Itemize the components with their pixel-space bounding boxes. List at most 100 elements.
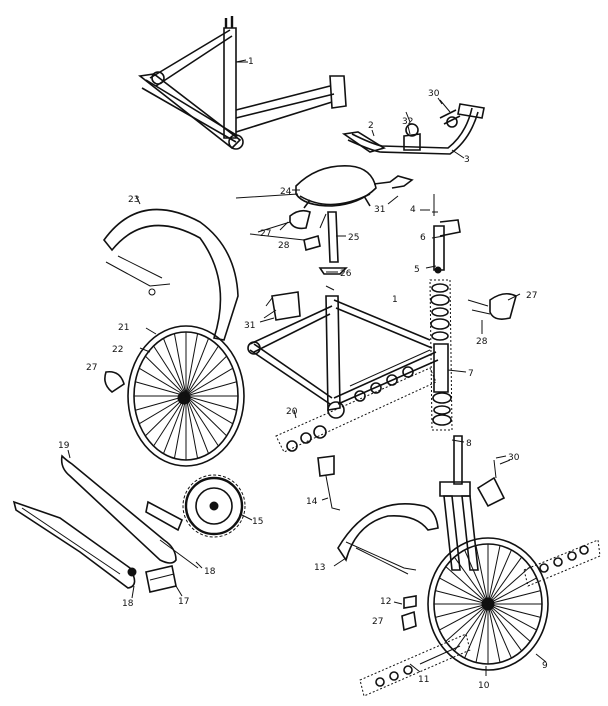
label-19: 19 [58, 441, 70, 451]
label-15: 15 [252, 517, 263, 527]
spoke [162, 338, 187, 397]
label-8: 8 [466, 439, 472, 449]
spoke [162, 395, 187, 454]
spoke [487, 603, 537, 631]
label-31-seat: 31 [374, 205, 385, 215]
spoke [487, 603, 512, 659]
spoke [445, 603, 489, 642]
label-4: 4 [410, 205, 416, 215]
spoke [173, 333, 187, 397]
frame-top [138, 16, 347, 150]
label-10: 10 [478, 681, 490, 691]
label-3: 3 [464, 155, 470, 165]
label-30-mid: 30 [508, 453, 520, 463]
spoke [475, 603, 489, 663]
spoke [173, 395, 187, 459]
label-18-right: 18 [204, 567, 216, 577]
spoke [487, 549, 512, 605]
label-27-bottom: 27 [372, 617, 383, 627]
label-30-top: 30 [428, 89, 440, 99]
label-27-left: 27 [86, 363, 97, 373]
left-small-parts [104, 291, 301, 393]
spoke [185, 381, 237, 397]
label-23: 23 [128, 195, 139, 205]
label-22: 22 [112, 345, 123, 355]
seat-assembly [235, 165, 438, 275]
spoke [435, 590, 489, 605]
spoke [185, 333, 199, 397]
label-11: 11 [418, 675, 429, 685]
headset-stack [429, 279, 453, 431]
hub-strips [359, 539, 601, 697]
spoke [435, 603, 489, 618]
bottom-bracket-strip [275, 367, 437, 453]
label-5: 5 [414, 265, 420, 275]
chain-guard [12, 500, 137, 589]
spoke [445, 566, 489, 605]
label-24: 24 [280, 187, 292, 197]
label-12: 12 [380, 597, 391, 607]
spoke [138, 395, 187, 425]
spoke [185, 395, 234, 425]
spoke [487, 603, 541, 618]
label-25: 25 [348, 233, 359, 243]
spoke [144, 355, 187, 397]
spoke [487, 545, 501, 605]
spoke [135, 381, 187, 397]
label-1-top: 1 [248, 57, 254, 67]
label-27-seat: 27 [260, 229, 271, 239]
spoke [185, 395, 210, 454]
pedal [145, 565, 177, 593]
label-28-right: 28 [476, 337, 488, 347]
spoke [487, 603, 531, 642]
label-7: 7 [468, 369, 474, 379]
front-small-parts [401, 595, 417, 632]
spoke [464, 603, 489, 659]
label-32: 32 [402, 117, 413, 127]
spoke [487, 603, 501, 663]
spoke [185, 355, 228, 397]
front-fender [337, 503, 439, 575]
spoke [487, 577, 537, 605]
label-2: 2 [368, 121, 374, 131]
front-wheel [427, 537, 549, 671]
label-1-mid: 1 [392, 295, 398, 305]
label-26: 26 [340, 269, 352, 279]
spoke [153, 395, 187, 447]
label-20: 20 [286, 407, 298, 417]
spoke [185, 395, 228, 437]
rear-wheel [127, 325, 245, 467]
clamp-14 [317, 455, 341, 511]
spoke [475, 545, 489, 605]
label-6: 6 [420, 233, 426, 243]
spoke [185, 395, 237, 411]
spoke [464, 549, 489, 605]
handlebar [341, 99, 485, 155]
spoke [144, 395, 187, 437]
leader-lines [67, 59, 547, 676]
spoke [153, 345, 187, 397]
frame-middle [247, 285, 439, 419]
part-labels: 1 1 2 3 4 5 6 7 8 9 10 11 12 13 14 15 17… [58, 57, 548, 691]
label-31-left: 31 [244, 321, 255, 331]
right-brake [467, 292, 517, 320]
label-18-left: 18 [122, 599, 134, 609]
chainring [182, 474, 246, 538]
fork [439, 435, 479, 571]
spoke [185, 345, 219, 397]
spoke [487, 603, 523, 652]
spoke [185, 395, 219, 447]
spoke [185, 338, 210, 397]
label-21: 21 [118, 323, 129, 333]
spoke [487, 556, 523, 605]
front-brake [476, 459, 511, 508]
spoke [453, 603, 489, 652]
spoke [487, 566, 531, 605]
chain-and-crank [60, 454, 199, 569]
spoke [185, 367, 234, 397]
spoke [439, 577, 489, 605]
label-28-seat: 28 [278, 241, 290, 251]
spoke [453, 556, 489, 605]
spoke [439, 603, 489, 631]
